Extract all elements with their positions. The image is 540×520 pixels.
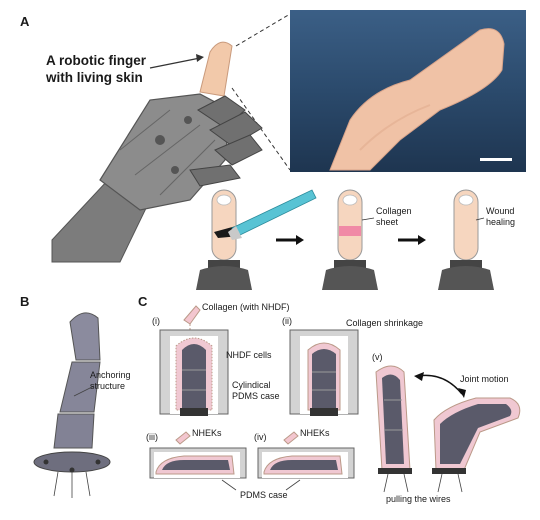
panel-a-title-line1: A robotic finger <box>46 53 146 68</box>
panel-a-title: A robotic finger with living skin <box>46 52 146 86</box>
panel-b-label: B <box>20 294 30 309</box>
cylindrical-case-line1: Cylindical <box>232 380 271 390</box>
collagen-nhdf-label: Collagen (with NHDF) <box>202 302 290 312</box>
wound-healing-line1: Wound <box>486 206 515 216</box>
panel-a-title-line2: with living skin <box>46 70 143 85</box>
collagen-sheet-label: Collagen sheet <box>376 206 412 228</box>
scale-bar <box>480 158 512 161</box>
collagen-sheet-line1: Collagen <box>376 206 412 216</box>
wound-healing-label: Wound healing <box>486 206 515 228</box>
step-v-label: (v) <box>372 352 383 362</box>
panel-c-label: C <box>138 294 148 309</box>
step-iv-label: (iv) <box>254 432 267 442</box>
anchoring-line1: Anchoring <box>90 370 131 380</box>
step-i-label: (i) <box>152 316 160 326</box>
joint-motion-label: Joint motion <box>460 374 509 384</box>
step-ii-label: (ii) <box>282 316 292 326</box>
cylindrical-case-line2: PDMS case <box>232 391 280 401</box>
anchoring-structure-label: Anchoring structure <box>90 370 131 392</box>
finger-photo <box>290 10 526 172</box>
panel-a-label: A <box>20 14 30 29</box>
pulling-wires-label: pulling the wires <box>386 494 451 504</box>
collagen-sheet-line2: sheet <box>376 217 399 227</box>
nheks-label-1: NHEKs <box>192 428 222 438</box>
step-iii-label: (iii) <box>146 432 158 442</box>
collagen-shrinkage-label: Collagen shrinkage <box>346 318 424 328</box>
pdms-case-label: PDMS case <box>240 490 288 500</box>
nheks-label-2: NHEKs <box>300 428 330 438</box>
anchoring-line2: structure <box>90 381 126 391</box>
wound-healing-line2: healing <box>486 217 516 227</box>
finger-photo-skin <box>329 28 505 171</box>
nhdf-cells-label: NHDF cells <box>226 350 272 360</box>
cylindrical-case-label: Cylindical PDMS case <box>232 380 280 402</box>
